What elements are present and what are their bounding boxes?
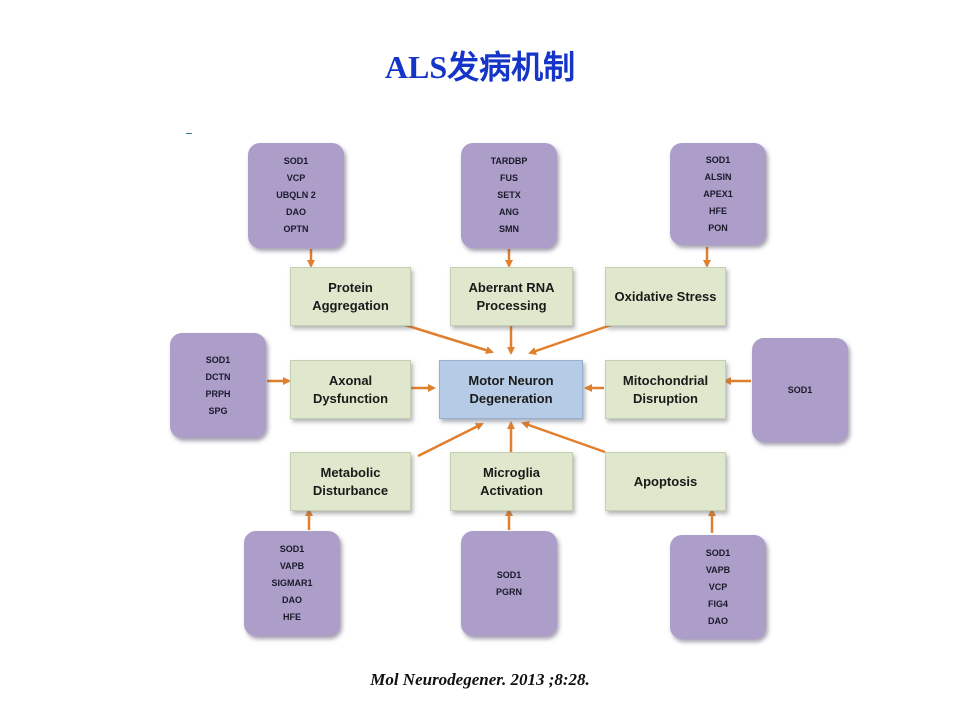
gene-label: DAO [282,595,302,605]
gene-label: DAO [286,207,306,217]
gene-group-rna: TARDBP FUS SETX ANG SMN [461,143,557,248]
mechanism-mito: Mitochondrial Disruption [605,360,726,419]
gene-label: VCP [286,173,306,183]
gene-label: PRPH [205,388,231,399]
gene-label: TARDBP [490,156,528,166]
gene-label: PGRN [495,586,522,597]
gene-label: SETX [497,190,521,200]
gene-label: VAPB [279,561,305,571]
gene-label: ANG [499,207,519,217]
gene-label: OPTN [283,224,309,234]
gene-label: SOD1 [705,154,731,165]
gene-label: SOD1 [283,156,309,166]
gene-label: SOD1 [705,547,731,558]
gene-label: FUS [500,173,518,183]
mechanism-axonal: Axonal Dysfunction [290,360,411,419]
arrow-16 [521,421,606,454]
gene-label: SIGMAR1 [271,578,313,588]
arrow-14 [417,422,484,458]
mechanism-apoptosis: Apoptosis [605,452,726,511]
mechanism-metabolic: Metabolic Disturbance [290,452,411,511]
arrow-9 [404,323,494,355]
gene-label: APEX1 [703,188,733,199]
mechanism-rna: Aberrant RNA Processing [450,267,573,326]
page-title: ALS发病机制 [384,49,576,85]
gene-label: FIG4 [707,598,728,609]
citation: Mol Neurodegener. 2013 ;8:28. [370,670,590,689]
mechanism-oxidative: Oxidative Stress [605,267,726,326]
gene-label: SOD1 [279,544,305,554]
gene-label: ALSIN [704,171,732,182]
mechanism-protein: Protein Aggregation [290,267,411,326]
decorative-tick [186,133,192,134]
gene-label: SOD1 [496,569,522,580]
gene-label: DCTN [205,371,231,382]
gene-label: VAPB [705,564,731,575]
gene-label: VCP [708,581,728,592]
gene-label: UBQLN 2 [276,190,316,200]
gene-label: PON [708,222,728,233]
center-node-motor-neuron-degeneration: Motor Neuron Degeneration [439,360,583,419]
gene-label: HFE [283,612,301,622]
gene-label: SPG [208,405,228,416]
gene-label: SOD1 [787,384,813,395]
arrow-11 [528,323,612,355]
gene-group-mito: SOD1 [752,338,848,442]
gene-label: DAO [708,615,728,626]
mechanism-microglia: Microglia Activation [450,452,573,511]
gene-label: SOD1 [205,354,231,365]
gene-label: HFE [709,205,727,216]
gene-label: SMN [499,224,519,234]
